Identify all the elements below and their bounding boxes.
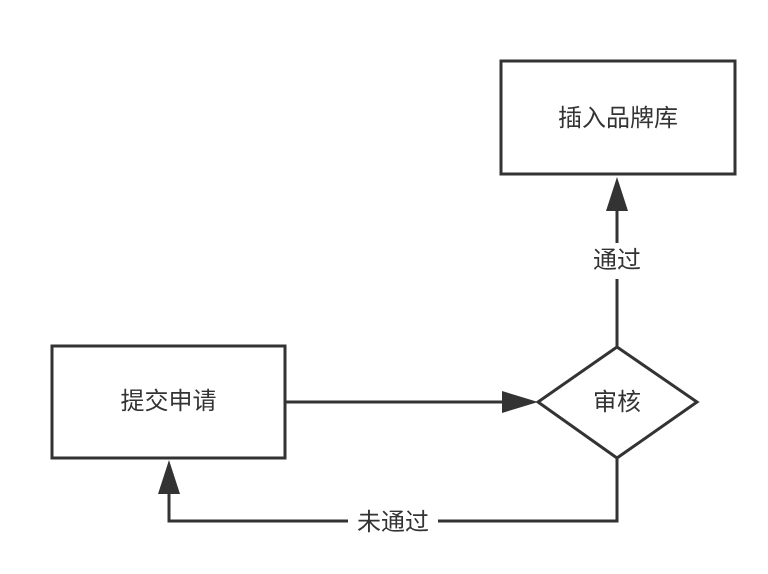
arrowhead-icon bbox=[502, 391, 538, 413]
node-insert-brand-library: 插入品牌库 bbox=[499, 59, 737, 176]
edge-fail-label: 未通过 bbox=[357, 508, 429, 536]
node-review-label: 审核 bbox=[593, 388, 641, 416]
edge-submit-to-review bbox=[285, 391, 538, 413]
node-submit-label: 提交申请 bbox=[121, 387, 217, 415]
edge-review-to-submit: 未通过 bbox=[158, 458, 619, 539]
node-insert-box bbox=[499, 59, 737, 176]
edge-review-to-insert: 通过 bbox=[586, 177, 648, 347]
edge-label-background bbox=[586, 243, 648, 279]
arrowhead-icon bbox=[606, 177, 628, 211]
edge-pass-label: 通过 bbox=[593, 246, 641, 274]
node-submit-box bbox=[50, 344, 287, 460]
node-review-decision: 审核 bbox=[535, 345, 700, 460]
edge-label-background bbox=[348, 505, 438, 539]
node-submit-application: 提交申请 bbox=[50, 344, 287, 460]
arrowhead-icon bbox=[158, 460, 180, 494]
node-insert-label: 插入品牌库 bbox=[558, 104, 678, 132]
